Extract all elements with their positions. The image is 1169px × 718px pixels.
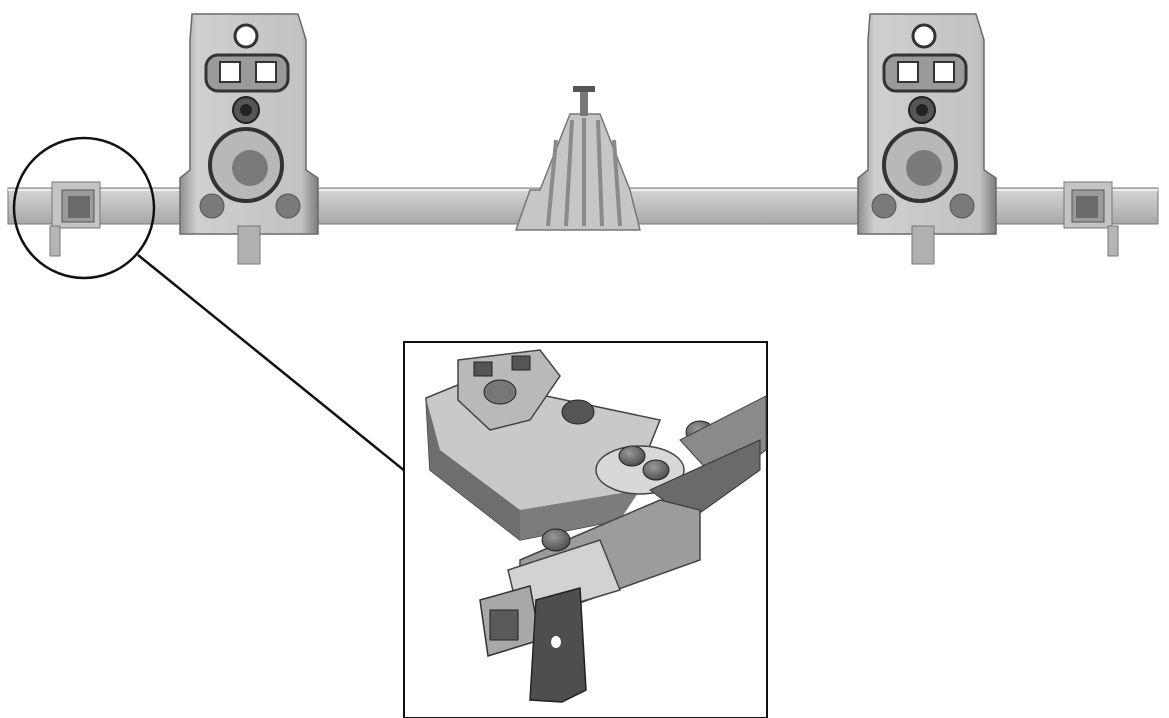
detail-view [403, 341, 768, 718]
bolt-left-icon [199, 193, 225, 219]
main-view [7, 13, 1159, 265]
callout-circle [12, 136, 156, 280]
lifting-eye-icon [233, 23, 259, 49]
center-wedge-support [514, 86, 641, 231]
bolt-right-icon [949, 193, 975, 219]
left-bearing-block [179, 13, 319, 265]
lifting-eye-icon [911, 23, 937, 49]
right-bearing-block [857, 13, 997, 265]
bolt-left-icon [871, 193, 897, 219]
bolt-right-icon [275, 193, 301, 219]
left-end-socket [49, 181, 101, 257]
right-end-socket [1063, 181, 1119, 257]
